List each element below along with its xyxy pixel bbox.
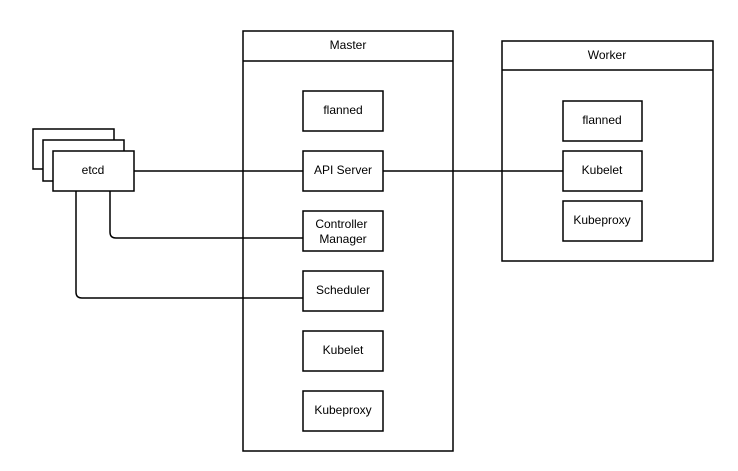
etcd-cluster: etcd xyxy=(32,128,135,192)
edge-etcd-scheduler xyxy=(75,191,303,299)
scheduler-box: Scheduler xyxy=(302,270,384,312)
worker-kubeproxy-label: Kubeproxy xyxy=(573,213,630,227)
controller-manager-line-2: Manager xyxy=(319,232,366,246)
master-kubeproxy-box: Kubeproxy xyxy=(302,390,384,432)
api-server-box: API Server xyxy=(302,150,384,192)
worker-flanned-label: flanned xyxy=(582,113,621,127)
worker-kubelet-label: Kubelet xyxy=(582,163,623,177)
master-title: Master xyxy=(330,38,367,52)
master-flanned-label: flanned xyxy=(323,103,362,117)
master-flanned-box: flanned xyxy=(302,90,384,132)
master-kubelet-label: Kubelet xyxy=(323,343,364,357)
master-kubeproxy-label: Kubeproxy xyxy=(314,403,371,417)
controller-manager-line-1: Controller xyxy=(315,217,367,231)
etcd-box xyxy=(52,150,135,192)
api-server-label: API Server xyxy=(314,163,372,177)
scheduler-label: Scheduler xyxy=(316,283,370,297)
controller-manager-label: Controller Manager xyxy=(315,217,370,246)
controller-manager-box: Controller Manager xyxy=(302,210,384,252)
worker-flanned-box: flanned xyxy=(562,100,643,142)
worker-kubelet-box: Kubelet xyxy=(562,150,643,192)
edge-etcd-controller-manager xyxy=(109,191,303,239)
connections xyxy=(75,170,563,299)
worker-kubeproxy-box: Kubeproxy xyxy=(562,200,643,242)
worker-title: Worker xyxy=(588,48,626,62)
etcd-label: etcd xyxy=(82,163,105,177)
master-kubelet-box: Kubelet xyxy=(302,330,384,372)
